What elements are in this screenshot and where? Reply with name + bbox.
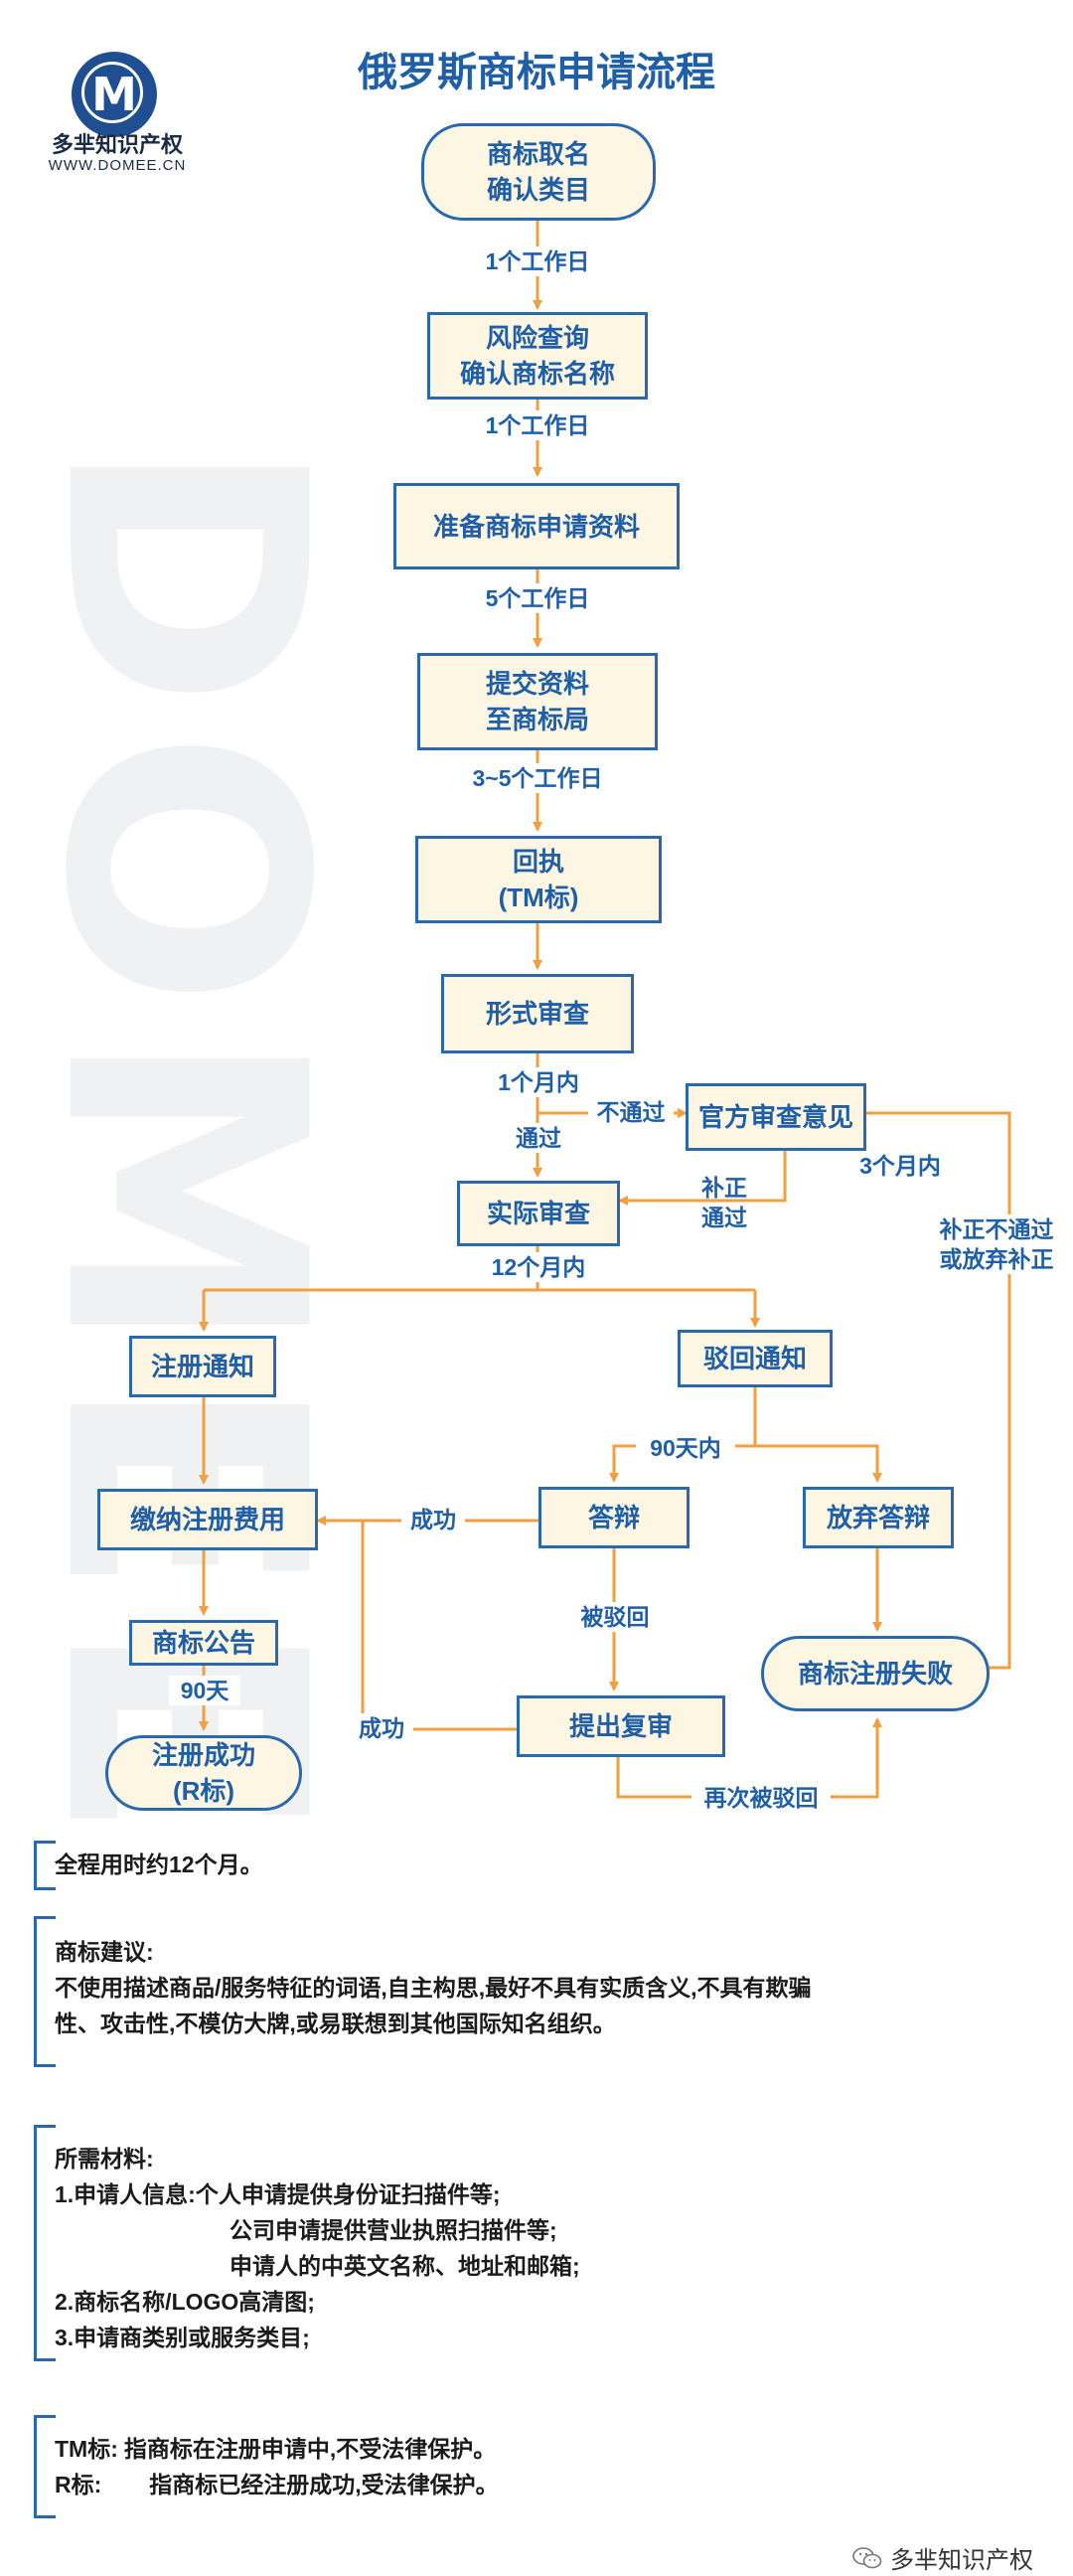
label-within-1-month: 1个月内 [483, 1067, 594, 1097]
note-definitions: TM标:指商标在注册申请中,不受法律保护。 R标: 指商标已经注册成功,受法律保护… [34, 2415, 1037, 2518]
advice-line-2: 性、攻击性,不模仿大牌,或易联想到其他国际知名组织。 [55, 2011, 616, 2036]
advice-line-1: 不使用描述商品/服务特征的词语,自主构思,最好不具有实质含义,不具有欺骗 [55, 1975, 812, 2001]
node-substantive-exam: 实际审查 [457, 1181, 620, 1246]
logo-letter: M [91, 68, 137, 121]
materials-item-2: 2.商标名称/LOGO高清图; [55, 2289, 315, 2315]
materials-item-3: 3.申请商类别或服务类目; [55, 2325, 310, 2350]
brand-name: 多芈知识产权 [51, 132, 183, 157]
label-3-5-workdays: 3~5个工作日 [443, 763, 632, 793]
label-within-3-months: 3个月内 [859, 1153, 941, 1179]
label-within-90-days: 90天内 [636, 1433, 735, 1463]
label-rejected: 被驳回 [570, 1602, 660, 1632]
note-materials: 所需材料: 1.申请人信息:个人申请提供身份证扫描件等; 公司申请提供营业执照扫… [34, 2125, 1037, 2361]
tm-label: TM标: [55, 2436, 118, 2462]
tm-definition: TM标:指商标在注册申请中,不受法律保护。 [55, 2431, 1037, 2467]
label-pass: 通过 [503, 1123, 574, 1153]
node-submit: 提交资料 至商标局 [417, 653, 658, 750]
node-reply: 答辩 [538, 1487, 690, 1548]
node-prepare: 准备商标申请资料 [393, 483, 680, 569]
label-rejected-again: 再次被驳回 [691, 1783, 831, 1813]
label-success-1: 成功 [401, 1505, 465, 1534]
node-receipt: 回执 (TM标) [415, 836, 662, 923]
label-supplement-fail: 补正不通过 或放弃补正 [922, 1214, 1071, 1274]
footer-brand-name: 多芈知识产权 [890, 2547, 1033, 2574]
label-success-2: 成功 [350, 1713, 413, 1743]
note-duration: 全程用时约12个月。 [34, 1841, 1037, 1890]
advice-title: 商标建议: [55, 1939, 154, 1965]
materials-title: 所需材料: [55, 2146, 154, 2172]
node-risk-check: 风险查询 确认商标名称 [427, 312, 648, 400]
wechat-icon [852, 2546, 882, 2569]
materials-item-1b: 公司申请提供营业执照扫描件等; [230, 2217, 557, 2243]
duration-text: 全程用时约12个月。 [55, 1852, 263, 1877]
r-text: 指商标已经注册成功,受法律保护。 [149, 2472, 499, 2497]
node-formal-exam: 形式审查 [441, 974, 634, 1053]
label-supplement-pass: 补正 通过 [701, 1175, 747, 1230]
node-give-up: 放弃答辩 [803, 1487, 954, 1548]
r-label: R标: [55, 2472, 102, 2497]
label-1-workday-b: 1个工作日 [463, 410, 612, 440]
node-reject-notice: 驳回通知 [678, 1330, 833, 1387]
node-announce: 商标公告 [129, 1620, 278, 1666]
label-within-12-months: 12个月内 [477, 1252, 600, 1282]
r-definition: R标: 指商标已经注册成功,受法律保护。 [55, 2467, 1037, 2502]
note-advice: 商标建议: 不使用描述商品/服务特征的词语,自主构思,最好不具有实质含义,不具有… [34, 1916, 1037, 2067]
node-success: 注册成功 (R标) [105, 1735, 302, 1811]
node-pay-fee: 缴纳注册费用 [97, 1489, 318, 1550]
footer-wechat-brand: 多芈知识产权 [852, 2540, 1033, 2575]
materials-item-1a: 1.申请人信息:个人申请提供身份证扫描件等; [55, 2181, 501, 2207]
label-1-workday-a: 1个工作日 [463, 246, 612, 276]
brand-logo: M [72, 52, 157, 137]
materials-item-1c: 申请人的中英文名称、地址和邮箱; [230, 2253, 580, 2279]
node-reg-notice: 注册通知 [129, 1336, 276, 1397]
label-5-workdays: 5个工作日 [463, 583, 612, 613]
node-name-select: 商标取名 确认类目 [421, 123, 656, 221]
tm-text: 指商标在注册申请中,不受法律保护。 [123, 2436, 497, 2462]
label-90-days: 90天 [169, 1676, 240, 1705]
node-review: 提出复审 [517, 1695, 725, 1757]
page-title: 俄罗斯商标申请流程 [358, 51, 715, 94]
node-official-opinion: 官方审查意见 [686, 1083, 866, 1151]
brand-url: WWW.DOMEE.CN [48, 157, 187, 174]
node-fail: 商标注册失败 [761, 1636, 990, 1711]
label-not-pass: 不通过 [588, 1097, 674, 1127]
